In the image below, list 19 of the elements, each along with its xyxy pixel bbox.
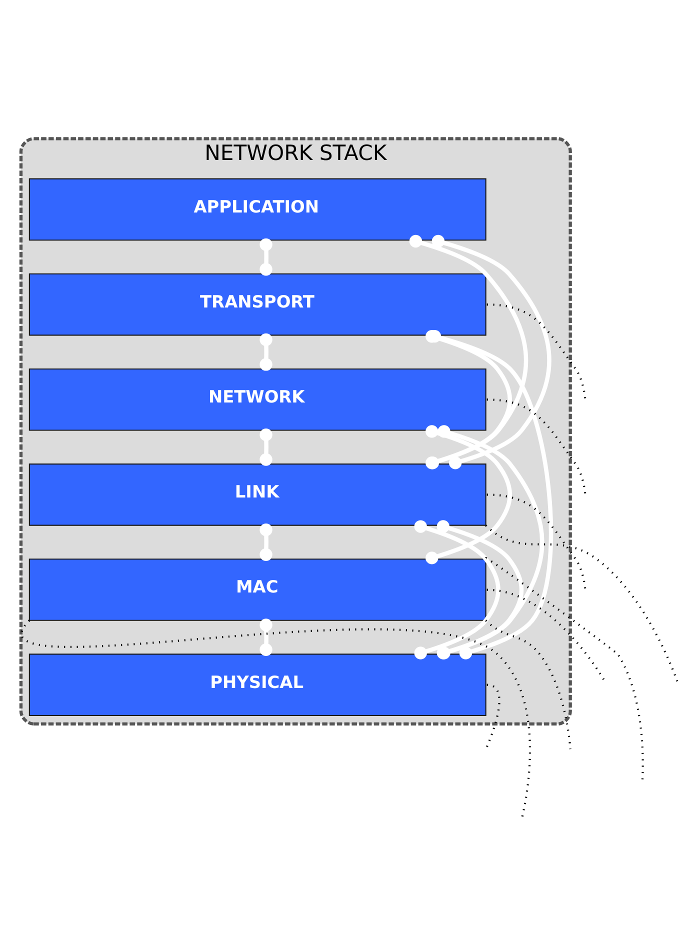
connector xyxy=(485,524,680,684)
connector xyxy=(485,619,572,749)
connector xyxy=(260,238,272,276)
connector xyxy=(260,618,272,656)
node-box: NETWORK xyxy=(28,368,486,430)
node-box: MAC xyxy=(28,558,486,620)
node-box: PHYSICAL xyxy=(28,653,486,716)
connector xyxy=(22,619,531,819)
connector xyxy=(486,302,586,398)
node-box: TRANSPORT xyxy=(28,272,486,336)
connector xyxy=(484,683,500,750)
connector xyxy=(486,493,586,588)
connector xyxy=(432,234,552,469)
node-box: LINK xyxy=(28,463,486,526)
connector xyxy=(260,332,272,370)
node-box: APPLICATION xyxy=(28,178,486,240)
connector xyxy=(486,398,586,494)
connector xyxy=(260,523,272,560)
connector xyxy=(260,428,272,466)
